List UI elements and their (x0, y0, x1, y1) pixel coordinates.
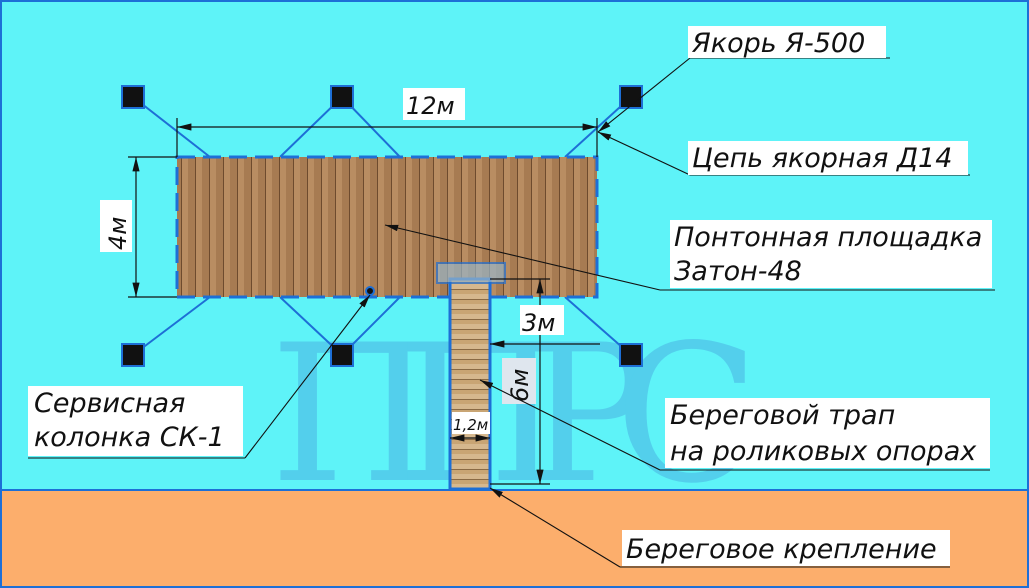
service-label-line2: колонка СК-1 (34, 422, 225, 453)
anchor-icon (619, 85, 643, 109)
service-label-line1: Сервисная (34, 388, 185, 419)
gangway-length-dimension: 6м (506, 369, 534, 402)
anchor-icon (330, 85, 354, 109)
gangway-label-line2: на роликовых опорах (670, 436, 977, 467)
anchor-icon (121, 85, 145, 109)
chain-label: Цепь якорная Д14 (692, 143, 952, 174)
overlap-dimension: 3м (522, 309, 555, 337)
anchor-icon (619, 343, 643, 367)
pontoon-label-line2: Затон-48 (674, 256, 802, 287)
service-column-icon (365, 286, 375, 296)
anchors (121, 85, 643, 367)
anchor-icon (330, 343, 354, 367)
shore-mount-label: Береговое крепление (626, 534, 937, 565)
anchor-icon (121, 343, 145, 367)
pontoon-label-line1: Понтонная площадка (674, 222, 982, 253)
anchor-label: Якорь Я-500 (691, 28, 865, 59)
gangway (448, 277, 492, 491)
pontoon-platform (175, 155, 599, 299)
width-dimension: 4м (104, 217, 132, 250)
length-dimension: 12м (406, 92, 455, 120)
gangway-width-dimension: 1,2м (453, 416, 488, 434)
gangway-label-line1: Береговой трап (670, 400, 895, 431)
